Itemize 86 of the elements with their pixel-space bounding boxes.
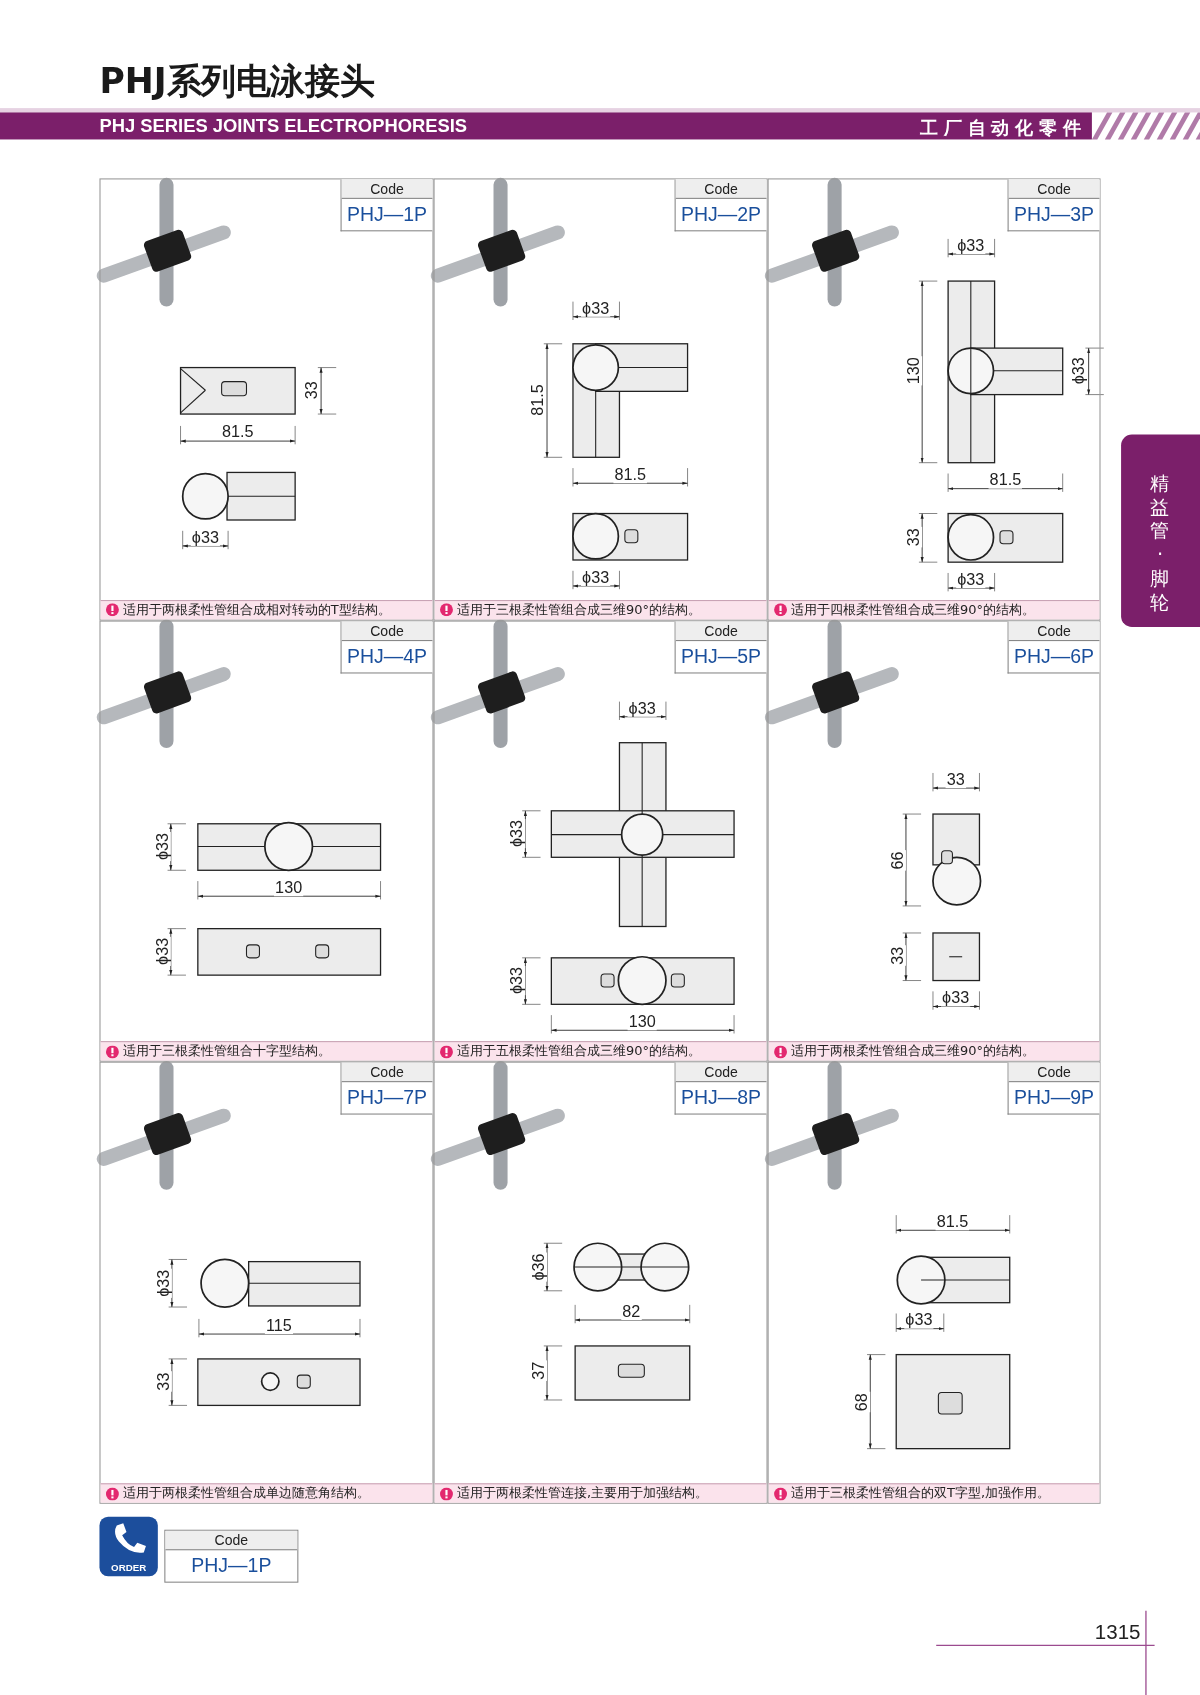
- tab-text: 精益管·脚轮: [1149, 471, 1171, 615]
- code-table: [674, 1062, 767, 1115]
- code-cell-text: PHJ—1P: [346, 202, 429, 227]
- badge-text: ORDER: [110, 1562, 148, 1573]
- tagline: 工厂自动化零件: [920, 115, 1087, 140]
- dimension-label: ϕ33: [154, 1268, 172, 1298]
- dimension-label: ϕ33: [581, 568, 611, 586]
- code-header-cell: Code: [1008, 1062, 1100, 1083]
- dimension-label: ϕ33: [508, 965, 526, 996]
- code-table: [674, 621, 767, 673]
- dimension-label: 81.5: [220, 422, 255, 440]
- code-cell-text: PHJ—4P: [346, 643, 429, 669]
- description-text: 适用于三根柔性管组合的双T字型,加强作用。: [791, 1484, 1050, 1503]
- dimension-label: ϕ33: [956, 570, 986, 589]
- page-title: PHJ系列电泳接头: [99, 59, 375, 104]
- code-cell-text: PHJ—2P: [680, 202, 763, 227]
- code-cell-text: PHJ—1P: [190, 1553, 273, 1579]
- dimension-label: 130: [627, 1012, 657, 1031]
- code-cell-text: PHJ—5P: [680, 643, 763, 669]
- dimension-label: 82: [621, 1302, 642, 1320]
- dimension-label: ϕ33: [627, 699, 657, 717]
- description-text: 适用于两根柔性管组合成单边随意角结构。: [123, 1484, 370, 1503]
- description-text: 适用于四根柔性管组合成三维90°的结构。: [791, 600, 1035, 619]
- code-table: [1007, 1062, 1100, 1115]
- dimension-label: 33: [888, 945, 906, 966]
- page-number: 1315: [1094, 1620, 1141, 1645]
- dimension-label: 115: [264, 1316, 293, 1335]
- code-table: [1007, 621, 1100, 673]
- code-header-cell: Code: [675, 1062, 767, 1083]
- dimension-label: ϕ33: [956, 236, 986, 255]
- dimension-label: 81.5: [528, 383, 546, 417]
- code-table: [674, 179, 767, 232]
- dimension-label: 81.5: [935, 1212, 970, 1231]
- dimension-label: 81.5: [988, 471, 1023, 489]
- dimension-label: ϕ33: [941, 989, 971, 1007]
- code-header-cell: Code: [341, 621, 433, 641]
- dimension-label: 33: [904, 527, 923, 548]
- code-header-cell: Code: [165, 1530, 298, 1551]
- product-panel: [99, 178, 434, 620]
- code-cell-text: PHJ—7P: [346, 1085, 429, 1111]
- dimension-label: ϕ33: [153, 936, 171, 966]
- order-badge: [99, 1516, 158, 1577]
- code-header-cell: Code: [341, 179, 433, 199]
- description-text: 适用于两根柔性管连接,主要用于加强结构。: [457, 1484, 708, 1503]
- code-header-cell: Code: [675, 621, 767, 641]
- product-panel: [99, 1061, 434, 1504]
- code-header-cell: Code: [675, 179, 767, 199]
- product-panel: [99, 620, 434, 1062]
- dimension-label: 68: [852, 1392, 871, 1413]
- dimension-label: ϕ33: [581, 299, 611, 317]
- dimension-label: 66: [888, 850, 906, 871]
- product-panel: [767, 620, 1101, 1062]
- code-table: [340, 621, 433, 673]
- dimension-label: 81.5: [613, 465, 648, 484]
- description-text: 适用于三根柔性管组合十字型结构。: [123, 1042, 331, 1061]
- dimension-label: ϕ33: [1070, 356, 1088, 386]
- code-header-cell: Code: [1008, 179, 1100, 199]
- side-tab: [1121, 434, 1200, 628]
- subtitle: PHJ SERIES JOINTS ELECTROPHORESIS: [99, 115, 468, 138]
- code-table: [340, 179, 433, 232]
- dimension-label: ϕ33: [153, 831, 171, 862]
- code-cell-text: PHJ—8P: [680, 1085, 763, 1111]
- description-text: 适用于两根柔性管组合成相对转动的T型结构。: [123, 600, 391, 619]
- description-text: 适用于五根柔性管组合成三维90°的结构。: [457, 1042, 701, 1061]
- code-table: [1007, 179, 1100, 232]
- code-cell-text: PHJ—3P: [1013, 202, 1096, 227]
- product-panel: [433, 1061, 768, 1504]
- dimension-label: 37: [529, 1360, 548, 1381]
- dimension-label: 33: [945, 770, 966, 789]
- dimension-label: ϕ33: [190, 528, 221, 546]
- dimension-label: 33: [302, 380, 320, 401]
- code-table: [340, 1062, 433, 1115]
- description-text: 适用于三根柔性管组合成三维90°的结构。: [457, 600, 701, 619]
- product-panel: [767, 1061, 1101, 1504]
- description-text: 适用于两根柔性管组合成三维90°的结构。: [791, 1042, 1035, 1061]
- dimension-label: 130: [274, 878, 304, 897]
- code-cell-text: PHJ—9P: [1013, 1085, 1096, 1111]
- code-header-cell: Code: [1008, 621, 1100, 641]
- dimension-label: ϕ33: [508, 818, 526, 849]
- dimension-label: 130: [904, 356, 923, 386]
- code-table: [164, 1529, 299, 1583]
- code-cell-text: PHJ—6P: [1013, 643, 1096, 669]
- dimension-label: ϕ33: [904, 1311, 934, 1329]
- dimension-label: ϕ36: [529, 1252, 548, 1282]
- dimension-label: 33: [154, 1371, 172, 1392]
- code-header-cell: Code: [341, 1062, 433, 1083]
